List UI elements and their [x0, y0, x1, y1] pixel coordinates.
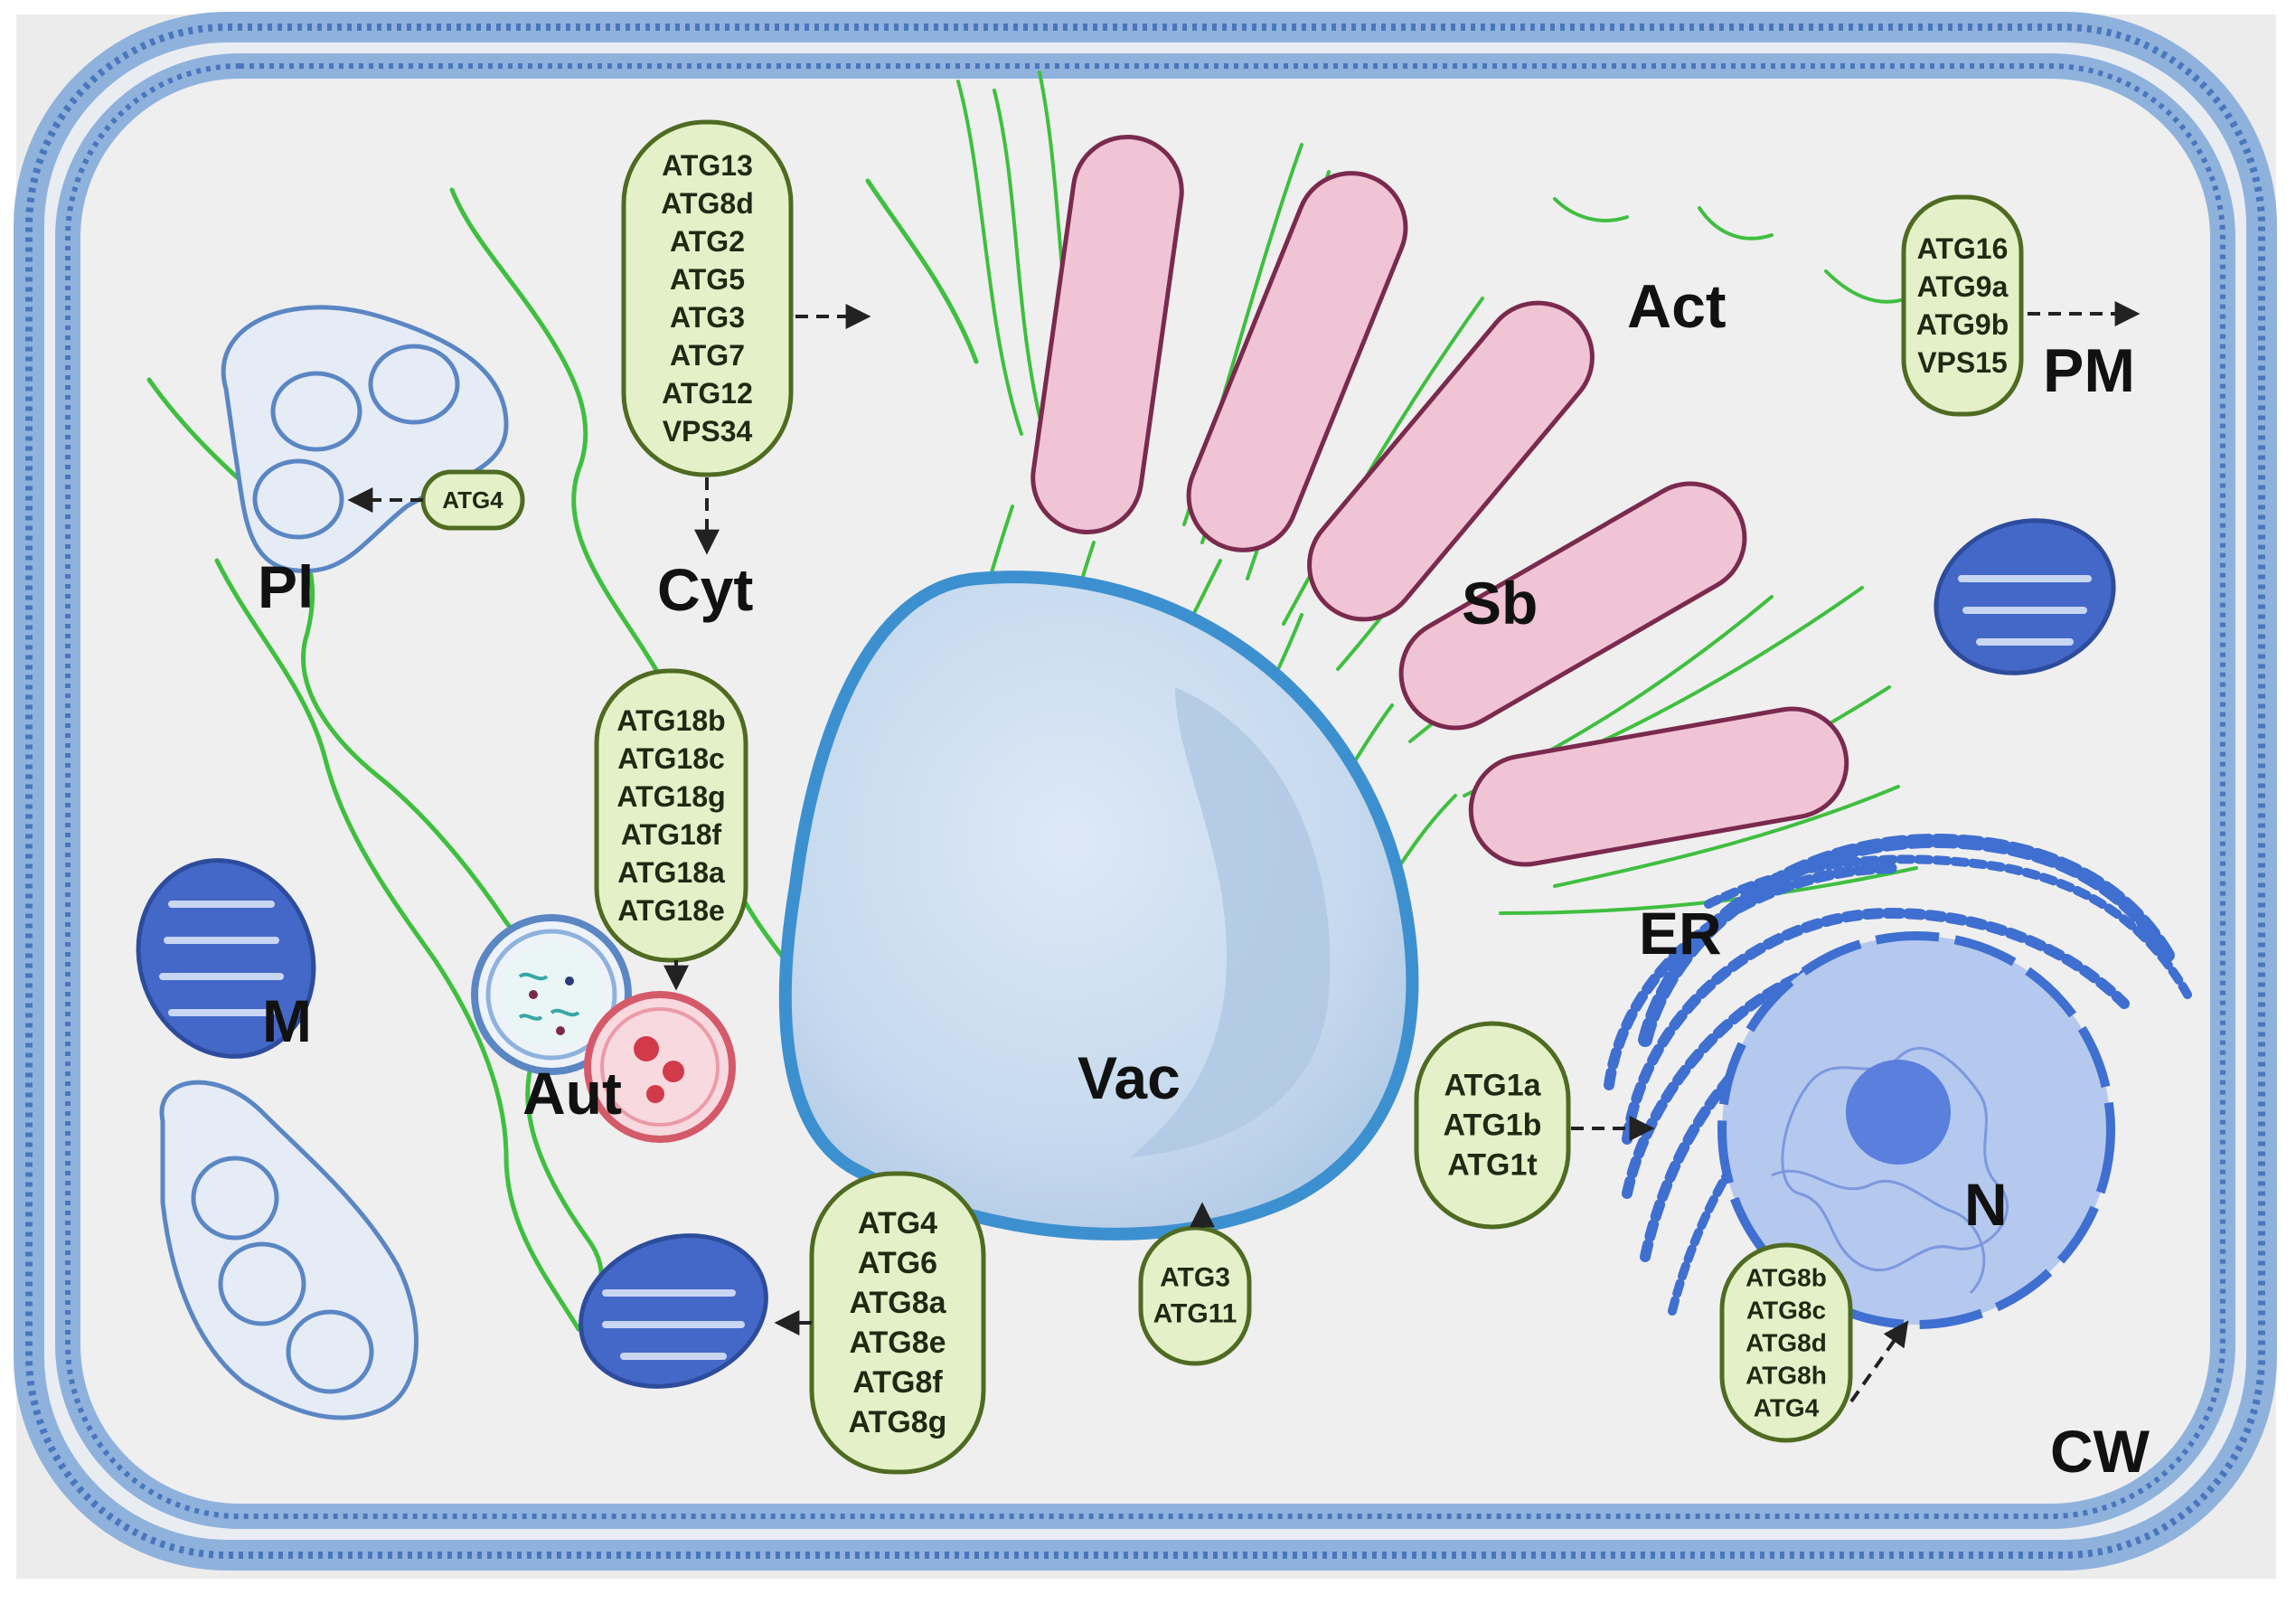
autophagosome [471, 914, 736, 1143]
gene-label: ATG2 [670, 225, 745, 258]
gene-label: ATG8b [1746, 1264, 1827, 1292]
label-m: M [262, 987, 312, 1054]
gene-label: ATG8a [849, 1286, 946, 1320]
label-sb: Sb [1462, 570, 1538, 637]
gene-box-frame [594, 668, 748, 963]
gene-label: VPS15 [1917, 346, 2008, 379]
arrow-nucleus [1849, 1320, 1909, 1403]
gene-label: ATG18b [616, 704, 725, 737]
gene-box-frame [621, 119, 794, 477]
gene-box-frame [1138, 1225, 1252, 1366]
vacuole [778, 571, 1419, 1241]
label-n: N [1964, 1171, 2008, 1238]
gene-label: ATG18e [617, 894, 725, 927]
gene-label: ATG8d [1746, 1329, 1827, 1357]
gene-label: ATG6 [858, 1246, 937, 1280]
label-vac: Vac [1077, 1044, 1181, 1111]
gene-label: ATG1a [1444, 1069, 1541, 1103]
gene-label: ATG8c [1746, 1297, 1826, 1325]
gene-label: ATG8h [1746, 1362, 1827, 1390]
label-pl: Pl [258, 553, 314, 620]
gene-box-frame [1901, 194, 2024, 417]
gene-label: ATG4 [442, 486, 503, 514]
label-er: ER [1639, 900, 1722, 967]
mitochondrion-left [136, 858, 316, 1059]
gene-box-plastid: ATG4 [420, 469, 525, 531]
gene-label: VPS34 [663, 415, 753, 448]
stack-bodies [956, 71, 1918, 915]
label-aut: Aut [522, 1060, 622, 1127]
nucleus [1717, 931, 2115, 1329]
gene-label: ATG13 [662, 149, 753, 182]
gene-label: ATG18c [617, 742, 725, 775]
gene-label: ATG8d [661, 187, 754, 220]
plastid-top [221, 305, 509, 573]
gene-label: ATG1b [1444, 1109, 1542, 1143]
gene-label: ATG8f [852, 1365, 943, 1400]
arrows [347, 301, 2141, 1403]
gene-label: ATG7 [670, 339, 745, 372]
gene-box-frame [1719, 1242, 1853, 1443]
label-cyt: Cyt [657, 556, 753, 623]
gene-label: ATG3 [670, 301, 745, 334]
gene-label: ATG18a [617, 856, 725, 889]
gene-label: ATG16 [1917, 232, 2009, 265]
gene-label: ATG9a [1917, 270, 2009, 303]
gene-label: ATG1t [1447, 1148, 1537, 1183]
gene-label: ATG5 [670, 263, 745, 296]
plastid-bottom [159, 1080, 419, 1420]
label-cw: CW [2050, 1418, 2150, 1485]
gene-label: ATG4 [1754, 1394, 1820, 1422]
gene-label: ATG4 [858, 1206, 937, 1241]
gene-label: ATG18f [621, 818, 722, 851]
label-act: Act [1627, 272, 1727, 341]
label-pm: PM [2043, 336, 2135, 405]
gene-label: ATG3 [1160, 1263, 1230, 1293]
mitochondrion-bottom [579, 1233, 768, 1389]
gene-label: ATG11 [1153, 1299, 1237, 1329]
gene-label: ATG12 [662, 377, 753, 410]
gene-box-frame [1414, 1021, 1571, 1230]
mitochondrion-right [1934, 518, 2116, 675]
gene-label: ATG9b [1916, 308, 2009, 341]
gene-label: ATG18g [616, 780, 725, 813]
gene-label: ATG8g [849, 1405, 947, 1439]
gene-label: ATG8e [849, 1326, 946, 1360]
